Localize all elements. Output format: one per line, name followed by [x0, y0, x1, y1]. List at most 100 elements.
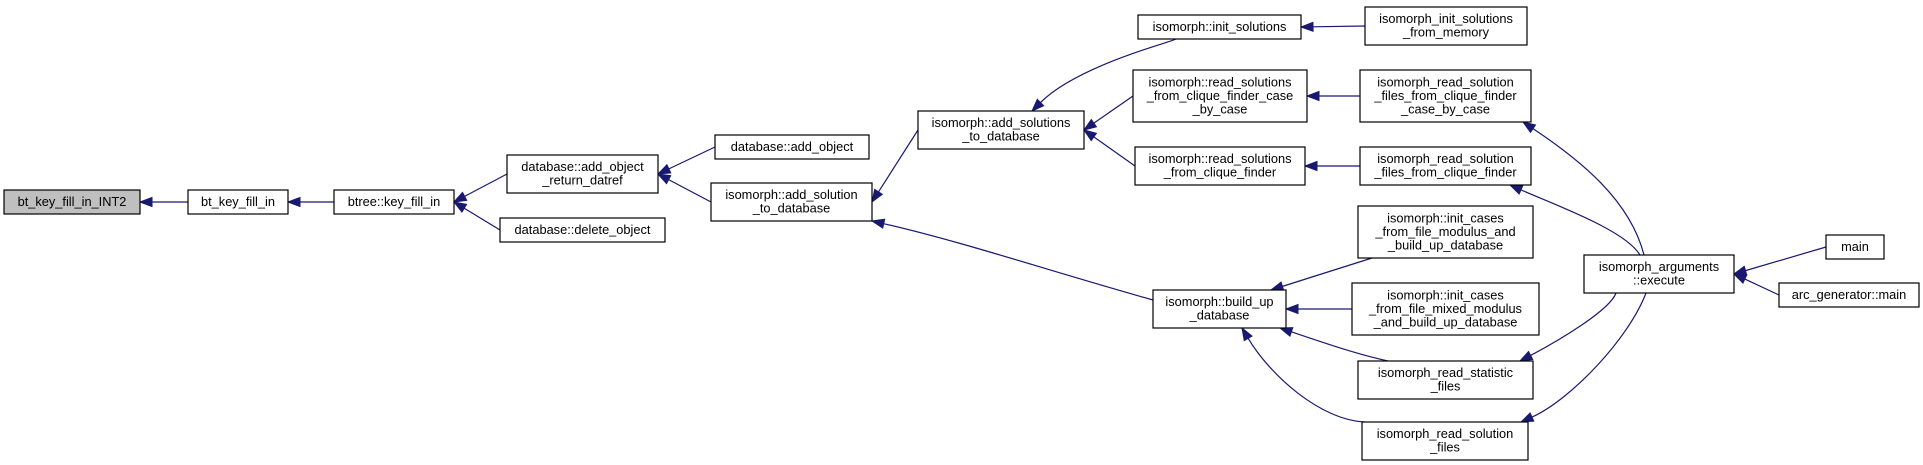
edge-line	[877, 129, 919, 193]
node-label-line: main	[1841, 239, 1869, 254]
arrow-head	[452, 191, 468, 203]
arrow-head	[871, 188, 884, 204]
edge-bt-key-fill-in-to-bt-key-fill-in-int2	[138, 196, 188, 208]
node-isomorph-init-solutions-from-memory[interactable]: isomorph_init_solutions_from_memory	[1364, 6, 1528, 46]
arrow-head	[1303, 160, 1318, 172]
node-box	[1152, 289, 1287, 329]
edge-line	[1291, 331, 1389, 362]
node-box	[1361, 421, 1529, 461]
node-box	[1825, 234, 1885, 260]
arrow-head	[452, 201, 468, 213]
node-db-add-object-return-datref[interactable]: database::add_object_return_datref	[506, 154, 659, 194]
node-box	[1583, 254, 1735, 294]
node-box	[1778, 282, 1920, 308]
nodes-layer: bt_key_fill_in_INT2 bt_key_fill_in btree::…	[3, 6, 1920, 461]
node-label-line: _database	[1189, 308, 1250, 323]
edge-line	[1093, 95, 1134, 124]
node-label-line: _from_memory	[1402, 25, 1490, 40]
edge-iso-init-cases-mixed-modulus-to-iso-build-up-database	[1284, 303, 1352, 315]
node-box	[1359, 69, 1532, 123]
node-iso-build-up-database[interactable]: isomorph::build_up_database	[1152, 289, 1287, 329]
node-iso-add-solutions-to-database[interactable]: isomorph::add_solutions_to_database	[917, 110, 1085, 150]
node-isomorph-read-solution-files[interactable]: isomorph_read_solution_files	[1361, 421, 1529, 461]
node-isomorph-read-solution-files-cf[interactable]: isomorph_read_solution_files_from_clique…	[1359, 146, 1532, 186]
node-label-line: ::execute	[1633, 273, 1685, 288]
edge-line	[463, 207, 501, 231]
edge-isomorph-arguments-execute-to-isomorph-read-solution-files-cfcbc	[1521, 121, 1645, 256]
node-label-line: _from_clique_finder_case	[1146, 88, 1294, 103]
node-iso-add-solution-to-database[interactable]: isomorph::add_solution_to_database	[710, 182, 873, 222]
edge-line	[1040, 38, 1177, 103]
node-iso-read-solutions-cfcbc[interactable]: isomorph::read_solutions_from_clique_fin…	[1132, 69, 1308, 123]
node-box	[506, 154, 659, 194]
edge-iso-init-solutions-to-iso-add-solutions-to-database	[1030, 38, 1177, 113]
node-box	[1359, 146, 1532, 186]
node-db-add-object[interactable]: database::add_object	[714, 134, 870, 160]
node-db-delete-object[interactable]: database::delete_object	[499, 217, 666, 243]
edge-db-add-object-to-db-add-object-return-datref	[656, 146, 716, 175]
edge-line	[668, 146, 716, 170]
node-box	[714, 134, 870, 160]
node-isomorph-read-solution-files-cfcbc[interactable]: isomorph_read_solution_files_from_clique…	[1359, 69, 1532, 123]
edge-isomorph-read-solution-files-to-iso-build-up-database	[1241, 326, 1366, 423]
node-bt-key-fill-in-int2[interactable]: bt_key_fill_in_INT2	[3, 189, 141, 215]
node-label-line: _files_from_clique_finder	[1373, 88, 1517, 103]
arrow-head	[1521, 121, 1537, 134]
arrow-head	[1305, 90, 1320, 102]
node-label-line: isomorph_read_solution	[1377, 74, 1514, 89]
node-label-line: isomorph::read_solutions	[1149, 74, 1292, 89]
edge-arc-generator-main-to-isomorph-arguments-execute	[1732, 273, 1780, 296]
node-btree-key-fill-in[interactable]: btree::key_fill_in	[333, 189, 455, 215]
node-isomorph-read-statistic-files[interactable]: isomorph_read_statistic_files	[1357, 360, 1534, 400]
edge-line	[1532, 128, 1645, 256]
node-label-line: _from_clique_finder	[1163, 165, 1277, 180]
node-label-line: _files	[1429, 440, 1460, 455]
node-box	[710, 182, 873, 222]
node-box	[333, 189, 455, 215]
node-label-line: isomorph::add_solution	[725, 187, 857, 202]
node-label-line: isomorph_read_solution	[1377, 151, 1514, 166]
edge-db-add-object-return-datref-to-btree-key-fill-in	[452, 173, 508, 203]
edge-isomorph-arguments-execute-to-isomorph-read-solution-files	[1519, 292, 1647, 423]
edge-iso-read-solutions-cfcbc-to-iso-add-solutions-to-database	[1082, 95, 1134, 131]
node-iso-init-solutions[interactable]: isomorph::init_solutions	[1137, 14, 1302, 40]
arrow-head	[1278, 327, 1294, 337]
node-iso-read-solutions-cf[interactable]: isomorph::read_solutions_from_clique_fin…	[1134, 146, 1306, 186]
edge-isomorph-read-solution-files-cfcbc-to-iso-read-solutions-cfcbc	[1305, 90, 1360, 102]
edge-iso-add-solutions-to-database-to-iso-add-solution-to-database	[871, 129, 919, 204]
node-label-line: _case_by_case	[1400, 101, 1490, 116]
node-arc-generator-main[interactable]: arc_generator::main	[1778, 282, 1920, 308]
edge-line	[668, 179, 712, 203]
edge-db-delete-object-to-btree-key-fill-in	[452, 201, 501, 231]
arrow-head	[1269, 281, 1285, 292]
edge-line	[1520, 189, 1641, 256]
node-box	[1357, 205, 1534, 259]
arrow-head	[1732, 265, 1748, 276]
node-box	[1132, 69, 1308, 123]
node-bt-key-fill-in[interactable]: bt_key_fill_in	[187, 189, 289, 215]
node-label-line: isomorph_init_solutions	[1379, 11, 1513, 26]
node-box	[1134, 146, 1306, 186]
arrow-head	[1082, 129, 1098, 142]
edge-line	[1530, 292, 1617, 356]
arrow-head	[656, 163, 672, 175]
edge-line	[464, 173, 508, 197]
node-label-line: _return_datref	[541, 173, 623, 188]
node-main[interactable]: main	[1825, 234, 1885, 260]
node-box	[1364, 6, 1528, 46]
node-label-line: isomorph_read_solution	[1377, 426, 1514, 441]
edges-layer	[138, 21, 1827, 423]
node-label-line: _build_up_database	[1387, 237, 1503, 252]
node-iso-init-cases-mixed-modulus[interactable]: isomorph::init_cases_from_file_mixed_mod…	[1351, 282, 1540, 336]
edge-line	[1093, 136, 1136, 167]
arrow-head	[286, 196, 301, 208]
arrow-head	[1732, 273, 1748, 285]
node-label-line: btree::key_fill_in	[348, 194, 440, 209]
node-isomorph-arguments-execute[interactable]: isomorph_arguments::execute	[1583, 254, 1735, 294]
edge-line	[883, 223, 1154, 301]
node-label-line: isomorph::build_up	[1165, 294, 1273, 309]
node-label-line: isomorph::add_solutions	[932, 115, 1071, 130]
arrow-head	[870, 218, 886, 229]
edge-iso-add-solution-to-database-to-db-add-object-return-datref	[656, 173, 712, 203]
node-iso-init-cases-modulus[interactable]: isomorph::init_cases_from_file_modulus_a…	[1357, 205, 1534, 259]
